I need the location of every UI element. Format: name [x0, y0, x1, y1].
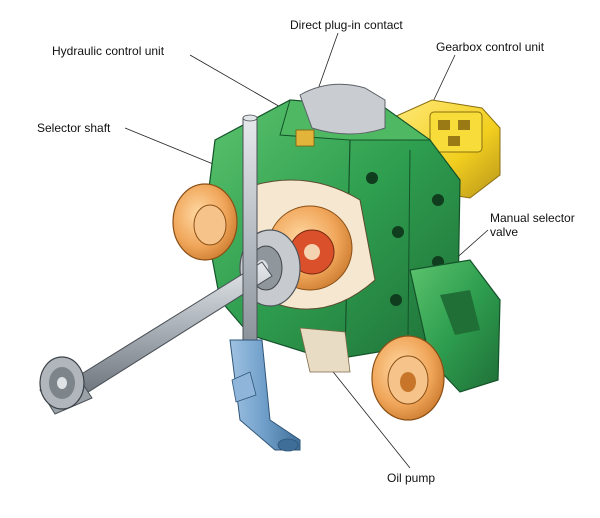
label-selector-shaft: Selector shaft: [37, 121, 111, 135]
leader-oil-pump: [329, 367, 411, 469]
label-hydraulic-control-unit: Hydraulic control unit: [52, 44, 165, 58]
oil-pump: [299, 327, 445, 421]
selector-shaft: [229, 114, 301, 452]
label-oil-pump: Oil pump: [387, 471, 436, 485]
leader-gearbox-unit: [429, 54, 456, 109]
label-gearbox-control-unit: Gearbox control unit: [436, 40, 545, 54]
label-direct-plugin-contact: Direct plug-in contact: [290, 18, 403, 32]
output-shaft: [39, 261, 273, 415]
leader-hydraulic-unit: [189, 54, 283, 109]
left-pulley: [172, 183, 238, 261]
direct-plugin-contact: [295, 83, 386, 147]
label-manual-selector-valve: Manual selector valve: [490, 211, 575, 239]
